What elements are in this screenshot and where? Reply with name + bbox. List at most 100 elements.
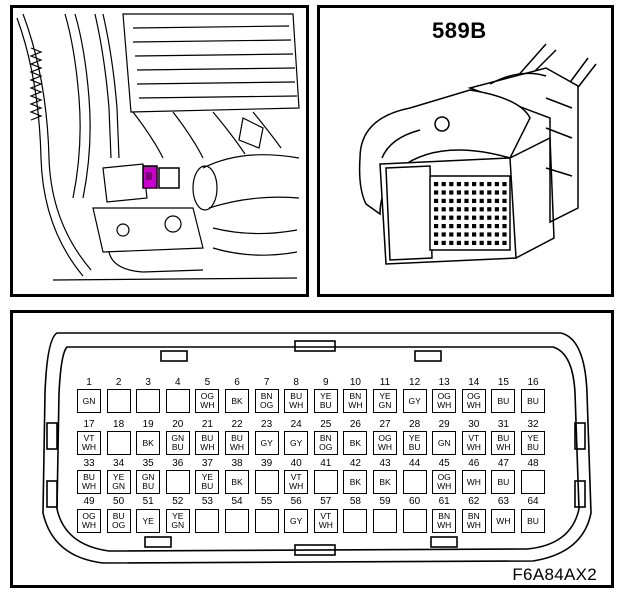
wire-color-code: BU	[497, 476, 510, 487]
pin-cavity: YE	[136, 509, 161, 533]
connector-face-pin-hole	[472, 207, 477, 212]
wire-color-code: WH	[81, 520, 97, 530]
wire-color-code: BK	[349, 476, 362, 487]
connector-face-pin-hole	[449, 198, 454, 203]
wire-color-code: VT	[290, 472, 302, 482]
pin-number: 33	[83, 458, 95, 469]
pin-number: 49	[83, 496, 95, 507]
pin-cavity: BU	[521, 389, 545, 413]
pin-number: 61	[438, 496, 450, 507]
pin-number: 36	[172, 458, 184, 469]
pin-cavity: BK	[225, 389, 249, 413]
connector-face-pin-hole	[456, 207, 461, 212]
connector-face-pin-hole	[449, 215, 454, 220]
wire-color-code: BN	[467, 511, 480, 521]
connector-face-pin-hole	[472, 232, 477, 237]
pin-number: 55	[261, 496, 273, 507]
pin-cavity	[254, 509, 279, 533]
connector-face-pin-hole	[464, 215, 469, 220]
wire-color-code: GY	[290, 515, 303, 526]
pin-number: 31	[497, 419, 509, 430]
wire-color-code: BK	[349, 437, 362, 448]
pin-number: 12	[409, 377, 421, 388]
wire-color-code: BU	[201, 433, 214, 443]
connector-face-pin-hole	[456, 182, 461, 187]
connector-face-pin-hole	[494, 207, 499, 212]
pin-cavity	[136, 389, 161, 413]
connector-face-pin-hole	[441, 207, 446, 212]
connector-face-pin-hole	[456, 232, 461, 237]
wire-color-code: YE	[201, 472, 214, 482]
pin-number: 40	[290, 458, 302, 469]
pin-number: 20	[172, 419, 184, 430]
pinout-housing-outline	[42, 332, 592, 564]
pin-number: 41	[320, 458, 332, 469]
connector-face-pin-hole	[494, 190, 499, 195]
connector-face-pin-hole	[464, 190, 469, 195]
figure-code-label: F6A84AX2	[512, 565, 597, 584]
wire-color-code: BU	[290, 391, 303, 401]
pin-number: 34	[113, 458, 125, 469]
pin-number: 52	[172, 496, 184, 507]
pin-number: 51	[142, 496, 154, 507]
connector-housing-drawing	[358, 43, 597, 265]
wire-color-code: BU	[112, 511, 125, 521]
connector-face-pin-hole	[449, 190, 454, 195]
pin-cavity: WH	[491, 509, 516, 533]
pin-cavity	[373, 509, 397, 533]
connector-face-pin-hole	[434, 182, 439, 187]
connector-face-pin-hole	[479, 232, 484, 237]
pin-number: 57	[320, 496, 332, 507]
wire-color-code: OG	[200, 391, 214, 401]
wire-color-code: BU	[527, 515, 539, 526]
wire-color-code: YE	[112, 472, 125, 482]
connector-face-pin-hole	[487, 240, 492, 245]
wire-color-code: BU	[497, 433, 510, 443]
connector-face-pin-hole	[456, 240, 461, 245]
wire-color-code: OG	[111, 520, 126, 530]
connector-face-pin-hole	[502, 207, 507, 212]
connector-face-pin-hole	[479, 198, 484, 203]
connector-face-pin-hole	[464, 232, 469, 237]
pin-number: 26	[349, 419, 361, 430]
wire-color-code: YE	[142, 515, 154, 526]
wire-color-code: GN	[82, 395, 96, 406]
connector-face-pin-hole	[464, 207, 469, 212]
wire-color-code: WH	[289, 481, 304, 491]
pin-cavity: GN	[77, 389, 101, 413]
connector-face-pin-hole	[464, 224, 469, 229]
connector-face-pin-hole	[441, 182, 446, 187]
connector-face-pin-hole	[502, 190, 507, 195]
pin-number: 64	[527, 496, 539, 507]
connector-face-pin-hole	[441, 190, 446, 195]
pin-number: 37	[201, 458, 213, 469]
connector-face-pin-hole	[487, 190, 492, 195]
connector-face-pin-hole	[434, 232, 439, 237]
connector-face-pin-hole	[502, 215, 507, 220]
connector-face-pin-hole	[479, 240, 484, 245]
pin-cavity	[343, 509, 368, 533]
pin-number: 25	[320, 419, 332, 430]
pin-cavity: BK	[373, 470, 397, 494]
connector-face-pin-hole	[494, 232, 499, 237]
wire-color-code: OG	[259, 400, 274, 410]
connector-face-pin-hole	[449, 224, 454, 229]
wire-color-code: YE	[172, 511, 184, 521]
connector-face-pin-hole	[441, 215, 446, 220]
